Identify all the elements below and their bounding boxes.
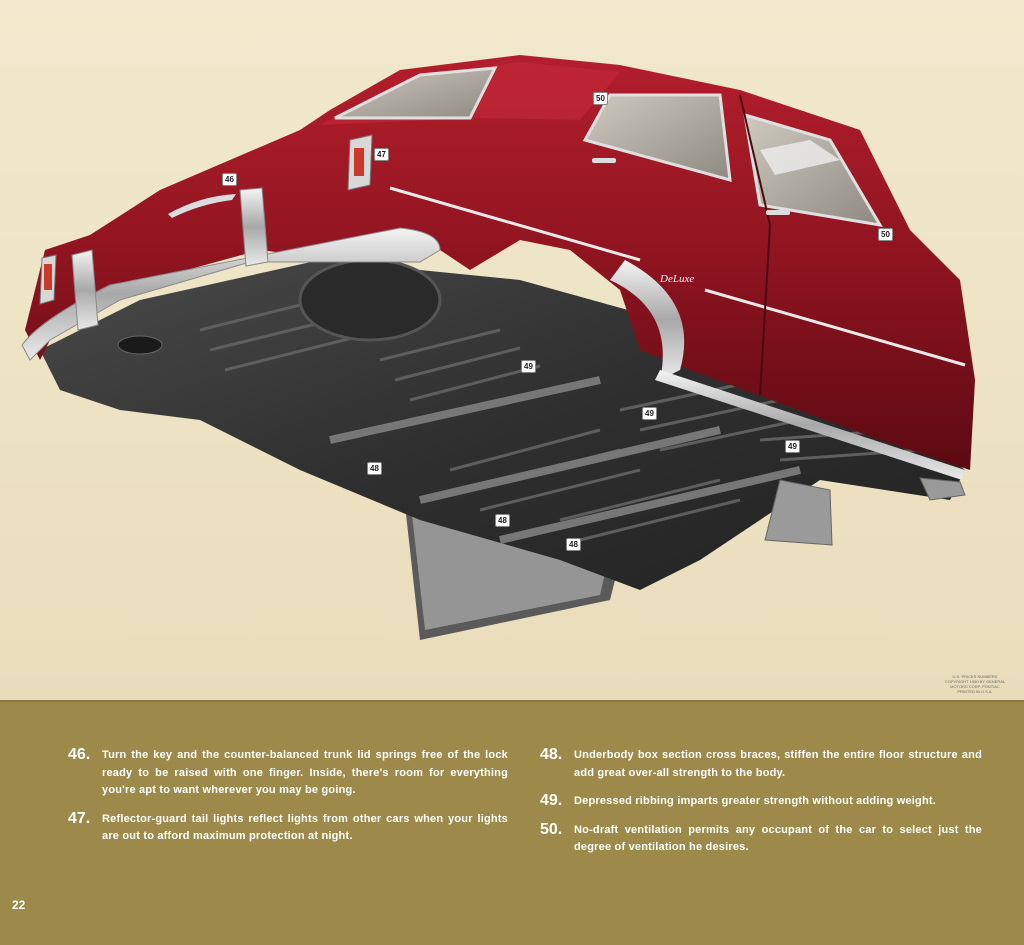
callout-50-a: 50 xyxy=(593,92,608,105)
caption-item-49: 49. Depressed ribbing imparts greater st… xyxy=(540,792,982,811)
car-underbody-illustration: DeLuxe 46 47 48 48 48 49 49 49 50 50 U.S… xyxy=(0,0,1024,700)
floor-pan xyxy=(40,260,965,590)
caption-text: No-draft ventilation permits any occupan… xyxy=(574,823,982,854)
callout-49-c: 49 xyxy=(785,440,800,453)
front-door-window xyxy=(743,112,883,228)
callout-50-b: 50 xyxy=(878,228,893,241)
rear-door-window xyxy=(582,93,732,183)
caption-item-46: 46. Turn the key and the counter-balance… xyxy=(68,746,508,800)
caption-number: 50. xyxy=(540,820,563,838)
caption-item-47: 47. Reflector-guard tail lights reflect … xyxy=(68,810,508,846)
caption-band xyxy=(0,700,1024,945)
fender-chrome xyxy=(610,260,685,380)
caption-number: 48. xyxy=(540,746,563,763)
caption-item-50: 50. No-draft ventilation permits any occ… xyxy=(540,821,982,857)
caption-item-48: 48. Underbody box section cross braces, … xyxy=(540,746,982,782)
box-section-braces xyxy=(329,376,801,544)
bumper-guard-left xyxy=(71,249,99,331)
printer-imprint: U.S. PRICES NUMBERS COPYRIGHT 1950 BY GE… xyxy=(944,674,1006,694)
callout-46: 46 xyxy=(222,173,237,186)
spare-well xyxy=(298,258,442,342)
car-body xyxy=(25,55,975,470)
caption-text: Depressed ribbing imparts greater streng… xyxy=(574,795,936,807)
callout-48-b: 48 xyxy=(495,514,510,527)
caption-number: 47. xyxy=(68,809,91,827)
deluxe-script: DeLuxe xyxy=(659,273,694,285)
rear-bumper xyxy=(21,227,441,361)
callout-48-c: 48 xyxy=(566,538,581,551)
caption-text: Underbody box section cross braces, stif… xyxy=(574,749,982,779)
caption-column-right: 48. Underbody box section cross braces, … xyxy=(540,746,982,867)
bumper-guard-right xyxy=(239,187,269,267)
callout-47: 47 xyxy=(374,148,389,161)
caption-column-left: 46. Turn the key and the counter-balance… xyxy=(68,746,508,856)
support-bracket xyxy=(764,479,833,546)
page-number: 22 xyxy=(12,898,26,912)
caption-text: Reflector-guard tail lights reflect ligh… xyxy=(102,812,508,843)
car-drawing: DeLuxe xyxy=(21,55,975,640)
callout-48-a: 48 xyxy=(367,462,382,475)
callout-49-a: 49 xyxy=(521,360,536,373)
caption-number: 46. xyxy=(68,746,91,763)
caption-number: 49. xyxy=(540,792,563,809)
caption-text: Turn the key and the counter-balanced tr… xyxy=(102,749,508,796)
rear-window xyxy=(334,66,498,120)
callout-49-b: 49 xyxy=(642,407,657,420)
